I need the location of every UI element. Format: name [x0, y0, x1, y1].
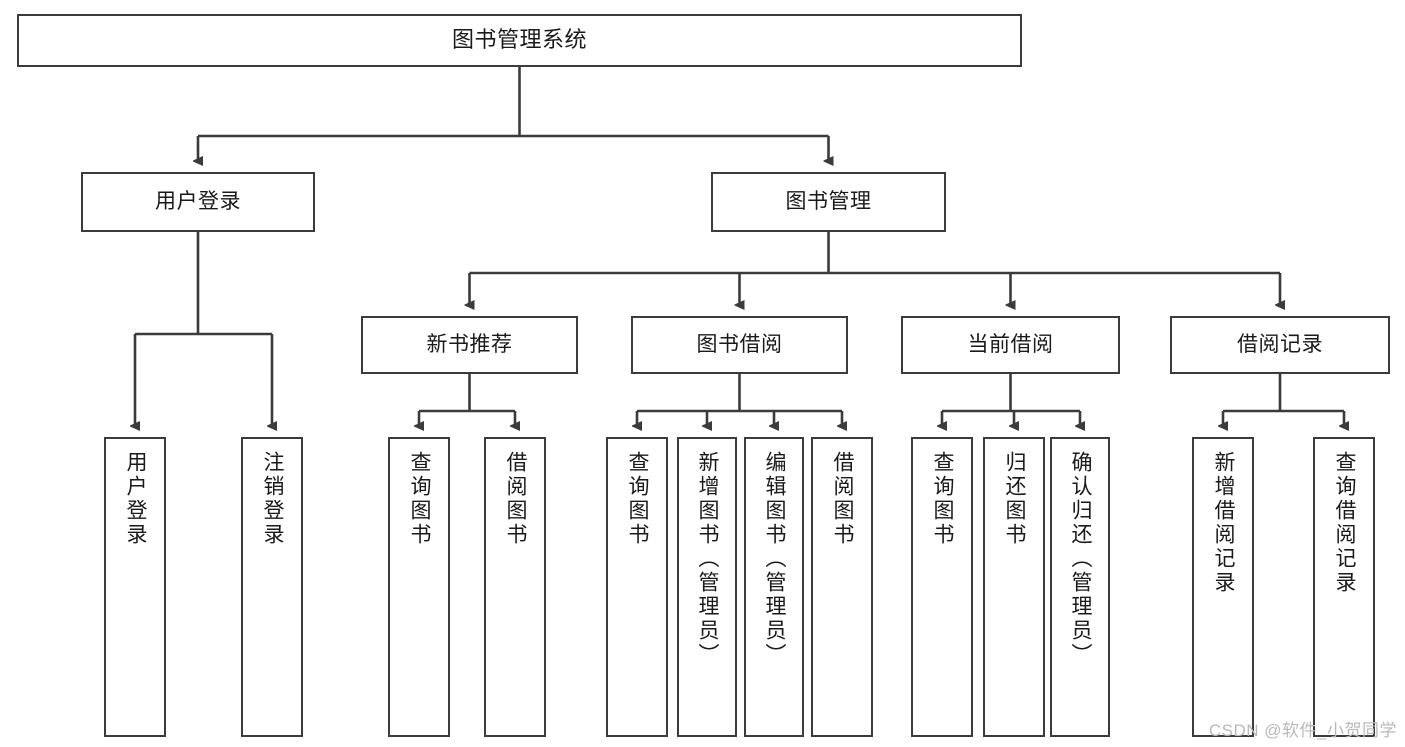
node-label: 查询借阅记录 — [1333, 451, 1357, 595]
node-label: 归还图书 — [1003, 451, 1027, 547]
node-label: 用户登录 — [124, 451, 148, 547]
node-level2-user-login[interactable]: 用户登录 — [81, 172, 315, 232]
csdn-watermark: CSDN @软件_小贺同学 — [1208, 721, 1397, 740]
node-label: 借阅图书 — [504, 451, 528, 547]
node-level3-current-borrow[interactable]: 当前借阅 — [901, 316, 1120, 374]
node-label: 新书推荐 — [426, 333, 513, 357]
node-label: 编辑图书（管理员） — [763, 451, 787, 667]
node-level3-borrow-record[interactable]: 借阅记录 — [1170, 316, 1390, 374]
node-label: 查询图书 — [931, 451, 955, 547]
node-label: 用户登录 — [155, 190, 241, 214]
node-label: 借阅记录 — [1237, 333, 1323, 357]
node-leaf-leaf-query-book-borrow[interactable]: 查询图书 — [606, 437, 668, 737]
node-label: 新增借阅记录 — [1212, 451, 1236, 595]
node-leaf-leaf-confirm-return-admin[interactable]: 确认归还（管理员） — [1050, 437, 1110, 737]
node-root-system-title[interactable]: 图书管理系统 — [17, 14, 1022, 67]
node-label: 新增图书（管理员） — [696, 451, 720, 667]
node-leaf-leaf-user-logout[interactable]: 注销登录 — [241, 437, 303, 737]
node-level3-book-borrow[interactable]: 图书借阅 — [631, 316, 848, 374]
node-level3-new-book-recommend[interactable]: 新书推荐 — [361, 316, 578, 374]
node-label: 查询图书 — [408, 451, 432, 547]
node-leaf-leaf-add-book-admin[interactable]: 新增图书（管理员） — [677, 437, 737, 737]
node-label: 当前借阅 — [967, 333, 1054, 357]
node-label: 确认归还（管理员） — [1069, 451, 1093, 667]
node-level2-book-manage[interactable]: 图书管理 — [711, 172, 946, 232]
node-leaf-leaf-user-login[interactable]: 用户登录 — [104, 437, 166, 737]
node-leaf-leaf-borrow-book[interactable]: 借阅图书 — [811, 437, 873, 737]
node-label: 图书管理 — [785, 190, 872, 214]
node-leaf-leaf-query-book-cur[interactable]: 查询图书 — [911, 437, 973, 737]
node-leaf-leaf-borrow-book-rec[interactable]: 借阅图书 — [484, 437, 546, 737]
node-leaf-leaf-query-book-rec[interactable]: 查询图书 — [388, 437, 450, 737]
node-label: 图书借阅 — [696, 333, 783, 357]
node-leaf-leaf-return-book[interactable]: 归还图书 — [983, 437, 1045, 737]
node-label: 图书管理系统 — [451, 27, 587, 53]
node-leaf-leaf-edit-book-admin[interactable]: 编辑图书（管理员） — [744, 437, 804, 737]
node-leaf-leaf-add-borrow-record[interactable]: 新增借阅记录 — [1192, 437, 1254, 737]
node-label: 查询图书 — [626, 451, 650, 547]
node-leaf-leaf-query-borrow-record[interactable]: 查询借阅记录 — [1313, 437, 1375, 737]
node-label: 借阅图书 — [831, 451, 855, 547]
node-label: 注销登录 — [261, 451, 285, 547]
